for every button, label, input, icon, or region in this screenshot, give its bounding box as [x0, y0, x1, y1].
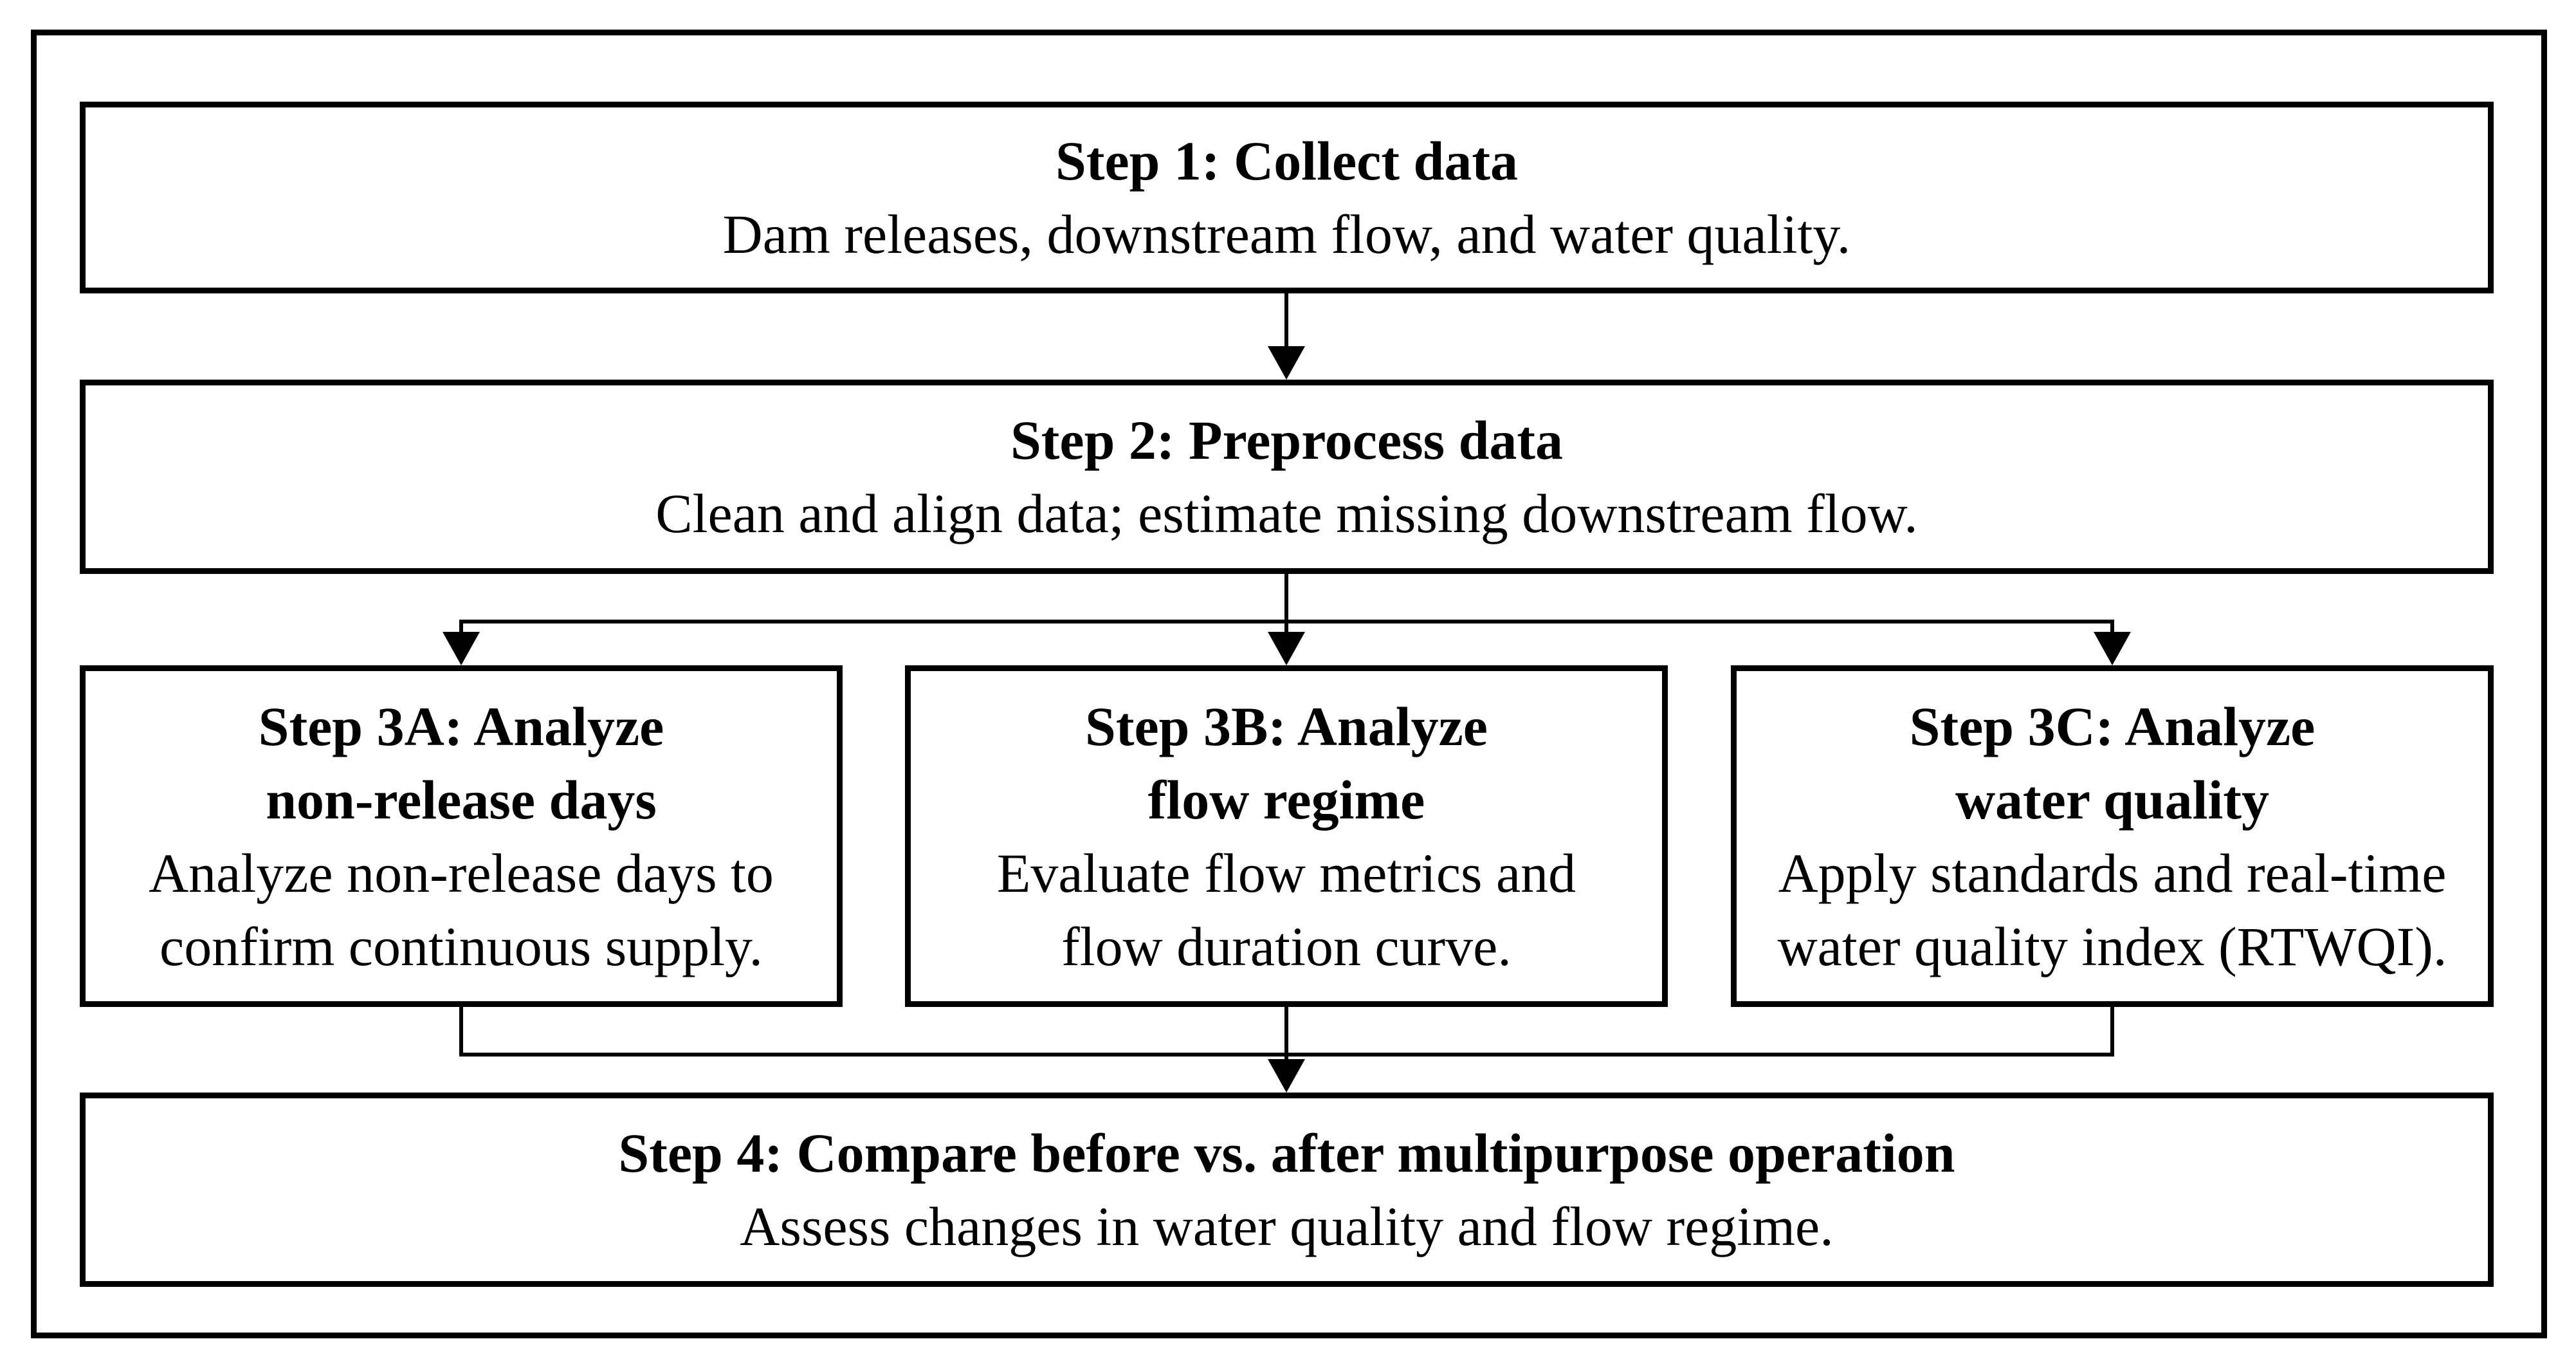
node-step3c-desc-line2: water quality index (RTWQI). — [1777, 915, 2447, 977]
connector-branch-to-step3c-line — [2110, 622, 2114, 638]
node-step4-desc: Assess changes in water quality and flow… — [740, 1195, 1834, 1257]
node-step3a: Step 3A: Analyze non-release days Analyz… — [80, 665, 843, 1007]
node-step1: Step 1: Collect data Dam releases, downs… — [80, 102, 2494, 293]
arrowhead-into-step3a-icon — [443, 632, 480, 665]
connector-step3b-converge-line — [1284, 1007, 1288, 1066]
node-step3a-title-line2: non-release days — [266, 768, 657, 831]
connector-converge-rail — [459, 1053, 2114, 1057]
node-step3b-title-line2: flow regime — [1147, 768, 1425, 831]
arrowhead-into-step2-icon — [1268, 346, 1305, 380]
node-step1-desc: Dam releases, downstream flow, and water… — [722, 203, 1851, 265]
connector-step3a-converge-line — [459, 1007, 463, 1057]
connector-step2-branch-stem — [1284, 574, 1288, 638]
arrowhead-into-step4-icon — [1268, 1059, 1305, 1093]
node-step2-desc: Clean and align data; estimate missing d… — [655, 483, 1918, 544]
node-step1-title: Step 1: Collect data — [1055, 130, 1518, 192]
node-step3a-title-line1: Step 3A: Analyze — [258, 695, 664, 757]
connector-branch-to-step3a-line — [459, 622, 463, 638]
node-step3b-desc-line2: flow duration curve. — [1061, 915, 1512, 977]
node-step3c-title-line1: Step 3C: Analyze — [1909, 695, 2316, 757]
node-step2-title: Step 2: Preprocess data — [1010, 409, 1564, 471]
node-step3c-title-line2: water quality — [1955, 768, 2270, 831]
node-step4-title: Step 4: Compare before vs. after multipu… — [618, 1122, 1955, 1184]
node-step3b: Step 3B: Analyze flow regime Evaluate fl… — [905, 665, 1668, 1007]
node-step4: Step 4: Compare before vs. after multipu… — [80, 1093, 2494, 1287]
node-step2: Step 2: Preprocess data Clean and align … — [80, 380, 2494, 574]
node-step3b-title-line1: Step 3B: Analyze — [1085, 695, 1488, 757]
arrowhead-into-step3c-icon — [2094, 632, 2131, 665]
node-step3b-desc-line1: Evaluate flow metrics and — [996, 842, 1576, 904]
arrowhead-into-step3b-icon — [1268, 632, 1305, 665]
connector-step3c-converge-line — [2110, 1007, 2114, 1057]
node-step3a-desc-line2: confirm continuous supply. — [160, 915, 763, 977]
connector-step1-step2-line — [1284, 293, 1288, 355]
node-step3a-desc-line1: Analyze non-release days to — [149, 842, 774, 904]
node-step3c: Step 3C: Analyze water quality Apply sta… — [1731, 665, 2494, 1007]
connector-branch-rail — [459, 620, 2114, 623]
node-step3c-desc-line1: Apply standards and real-time — [1778, 842, 2447, 904]
